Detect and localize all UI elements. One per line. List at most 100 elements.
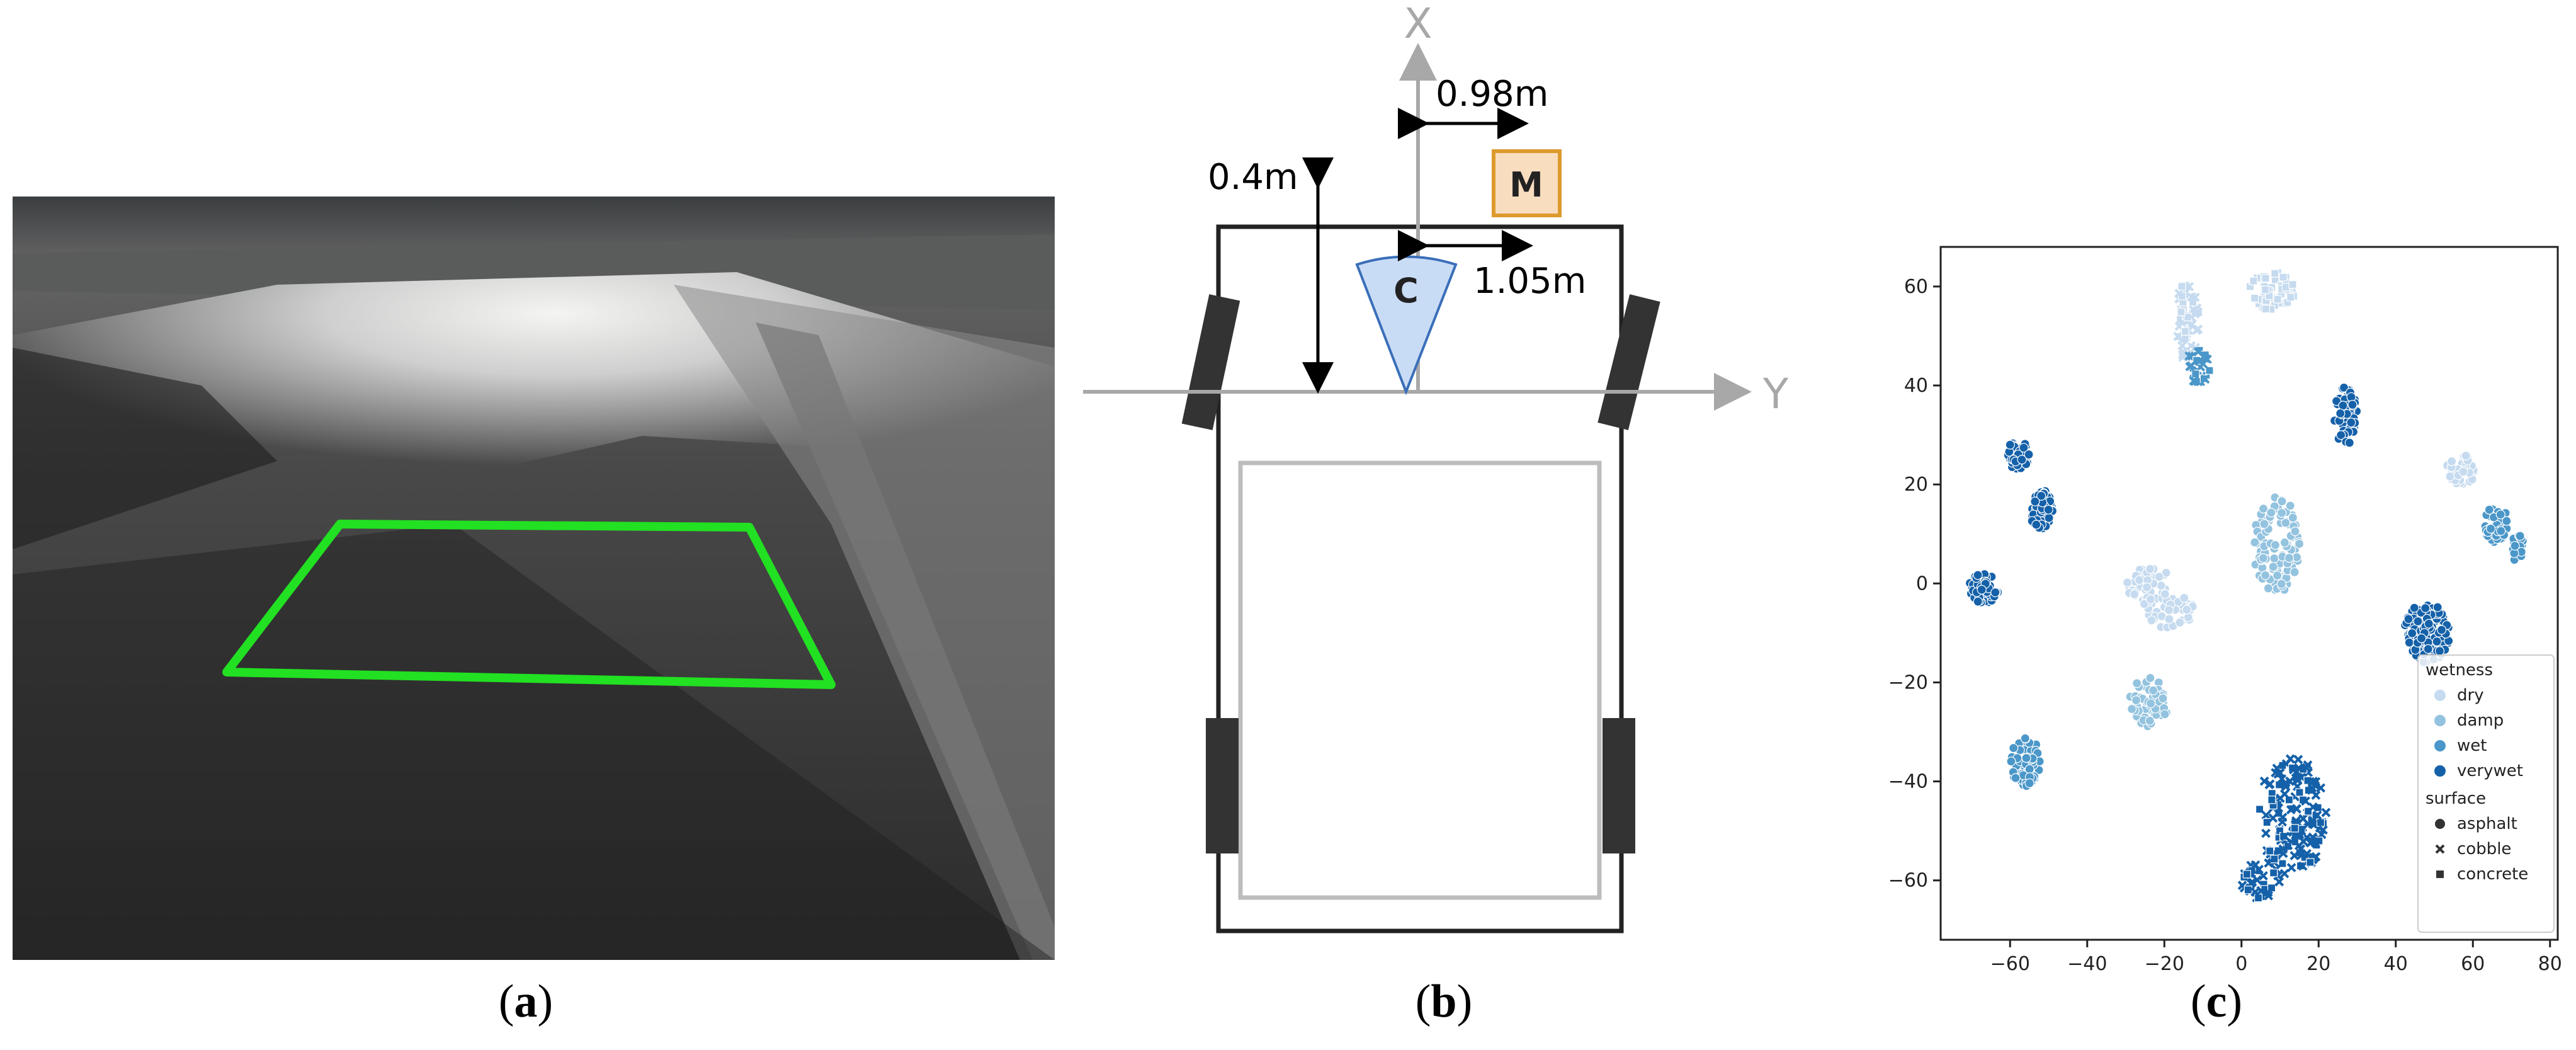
data-point: [1977, 585, 1987, 595]
data-point: [2290, 527, 2300, 537]
data-point: [2295, 788, 2304, 797]
data-point: [2279, 273, 2288, 282]
data-point: [2259, 776, 2269, 786]
data-point: [2407, 628, 2417, 638]
y-tick-label: −60: [1888, 870, 1928, 892]
sensor-box: [1492, 149, 1562, 217]
data-point: [2190, 292, 2200, 302]
data-point: [2316, 818, 2325, 827]
data-point: [2263, 583, 2273, 593]
legend-wetness-swatch: [2434, 690, 2446, 701]
data-point: [2122, 578, 2133, 588]
x-tick-label: 20: [2306, 953, 2330, 975]
data-point: [2006, 756, 2016, 767]
data-point: [1990, 587, 2000, 598]
dim-top-label: 0.98m: [1436, 74, 1548, 115]
data-point: [2148, 685, 2159, 695]
data-point: [2130, 589, 2140, 600]
data-point: [2269, 869, 2278, 877]
data-point: [2279, 869, 2289, 879]
data-point: [2296, 850, 2306, 860]
x-tick-label: 0: [2235, 953, 2247, 975]
data-point: [2192, 325, 2201, 335]
data-point: [2311, 777, 2321, 787]
data-point: [2193, 307, 2203, 317]
data-point: [2147, 615, 2157, 625]
plot-frame: [1939, 246, 2559, 941]
data-point: [2278, 859, 2287, 868]
y-tick-label: −20: [1888, 671, 1928, 693]
data-point: [2164, 614, 2174, 624]
data-point: [2181, 327, 2190, 336]
data-point: [2413, 616, 2423, 627]
legend-wetness-title: wetness: [2426, 661, 2493, 680]
dim-mid-label: 1.05m: [1473, 261, 1586, 302]
data-point: [2434, 646, 2445, 656]
data-point: [2185, 362, 2195, 372]
data-point: [2289, 850, 2300, 860]
data-point: [2142, 582, 2152, 592]
data-point: [2019, 443, 2029, 453]
rear-right-wheel: [1603, 718, 1635, 853]
data-point: [2160, 709, 2170, 719]
data-point: [2250, 294, 2259, 302]
data-point: [2044, 513, 2054, 523]
data-point: [2273, 295, 2282, 304]
data-point: [2177, 307, 2186, 316]
data-point: [2158, 693, 2168, 704]
data-point: [2198, 359, 2208, 369]
data-point: [2271, 269, 2279, 278]
data-point: [2312, 810, 2322, 820]
data-point: [2146, 699, 2156, 709]
data-point: [2436, 625, 2447, 635]
data-point: [2031, 520, 2041, 530]
vehicle-diagram: Y X C M 0.98m 1.05m 0.4m: [1070, 0, 1820, 957]
data-point: [2347, 399, 2358, 410]
data-point: [2495, 510, 2505, 520]
data-point: [2259, 871, 2268, 881]
data-point: [2134, 575, 2145, 585]
data-point: [2024, 764, 2034, 774]
data-point: [2432, 602, 2443, 612]
data-point: [2283, 840, 2293, 850]
data-point: [2278, 813, 2288, 823]
data-point: [2291, 816, 2301, 826]
data-point: [2127, 704, 2137, 714]
legend-wetness-item: damp: [2457, 711, 2504, 730]
data-point: [2017, 455, 2027, 465]
front-left-wheel: [1181, 294, 1240, 430]
data-point: [2250, 860, 2261, 870]
data-point: [2284, 553, 2295, 563]
data-point: [2250, 537, 2260, 547]
data-point: [2160, 589, 2170, 599]
data-point: [2409, 603, 2419, 613]
road-photo: [13, 197, 1055, 960]
data-point: [2286, 293, 2295, 302]
data-point: [2011, 773, 2021, 783]
data-point: [2291, 830, 2300, 840]
data-point: [2030, 496, 2040, 506]
data-point: [2250, 887, 2261, 897]
legend-surface-item: asphalt: [2457, 814, 2517, 833]
data-point: [2288, 280, 2297, 289]
front-right-wheel: [1597, 294, 1660, 430]
camera-label: C: [1393, 271, 1419, 311]
data-point: [2423, 644, 2433, 654]
data-point: [2174, 288, 2184, 299]
vehicle-inner: [1238, 460, 1602, 900]
data-point: [1973, 596, 1983, 607]
data-point: [2264, 891, 2274, 901]
data-point: [2403, 614, 2414, 624]
rear-left-wheel: [1206, 718, 1239, 853]
data-point: [2261, 285, 2270, 294]
legend-wetness-item: wet: [2457, 736, 2487, 755]
data-point: [2276, 579, 2286, 589]
data-point: [2145, 594, 2155, 605]
caption-b: (b): [1415, 976, 1473, 1027]
data-point: [2294, 763, 2304, 773]
data-point: [2261, 828, 2271, 838]
data-point: [2292, 772, 2302, 782]
data-point: [2266, 847, 2274, 855]
